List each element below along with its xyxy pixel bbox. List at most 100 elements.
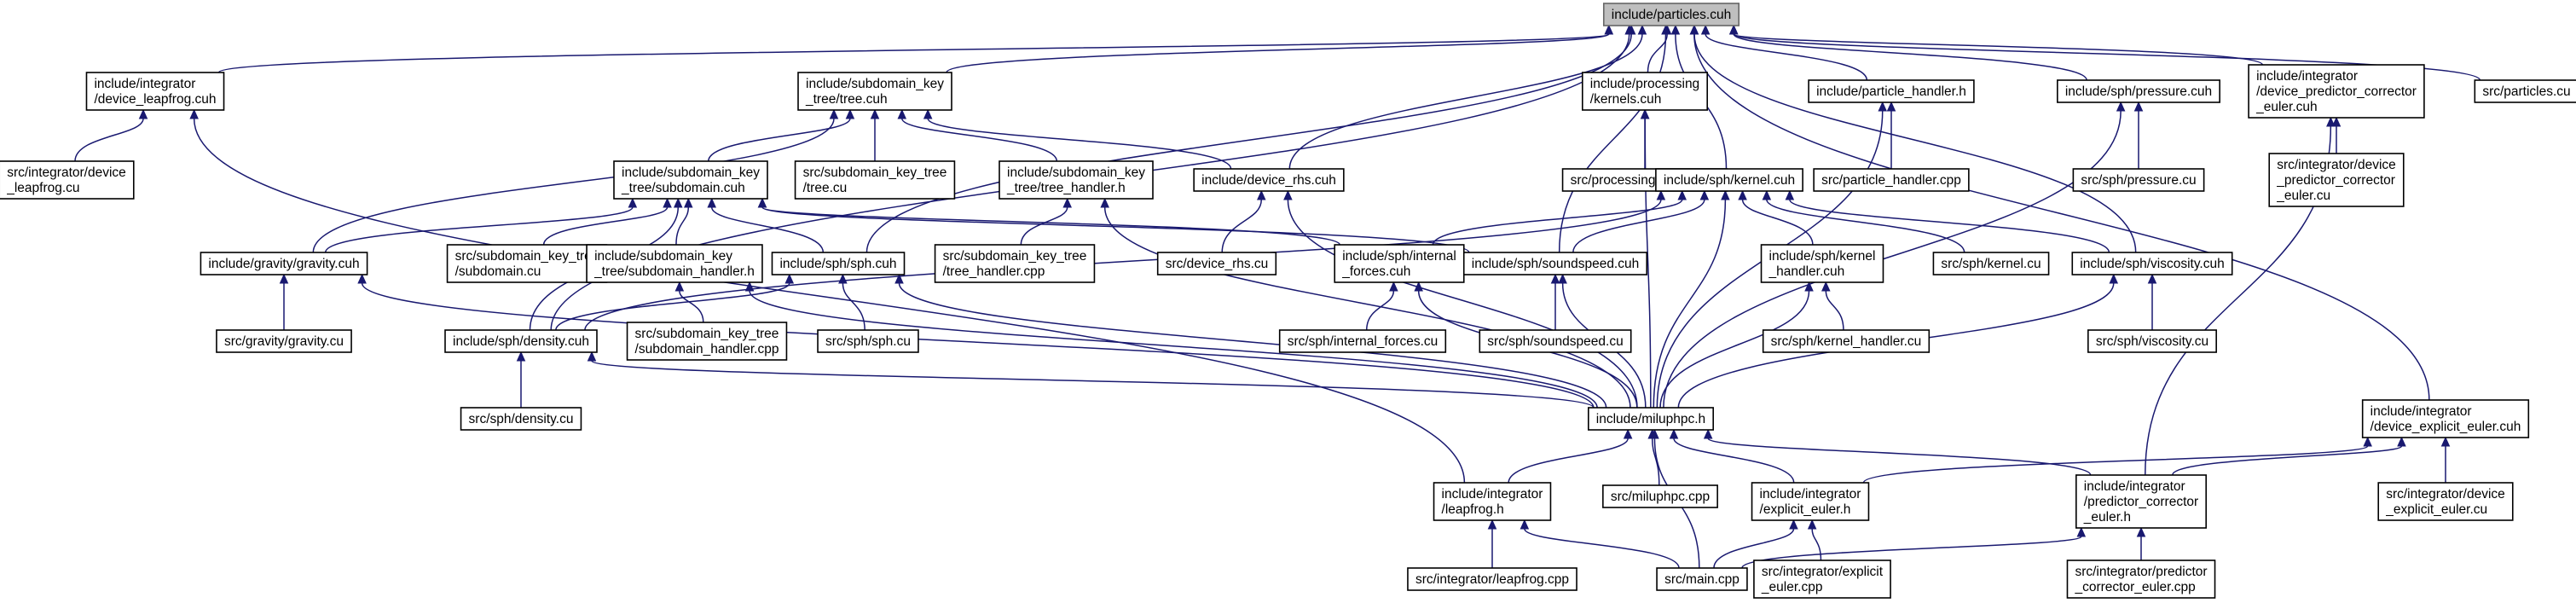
node-box[interactable] [1479,329,1632,353]
node-box[interactable] [1932,252,2050,275]
node-box[interactable] [771,252,906,275]
node-subdomain-handler-h[interactable]: include/subdomain_key_tree/subdomain_han… [586,244,763,283]
node-box[interactable] [2248,64,2425,119]
node-box[interactable] [1656,567,1748,591]
node-subdomain-handler-cpp[interactable]: src/subdomain_key_tree/subdomain_handler… [626,322,788,361]
node-box[interactable] [626,322,788,361]
node-pressure-cuh[interactable]: include/sph/pressure.cuh [2057,79,2220,103]
node-explicit-euler-h[interactable]: include/integrator/explicit_euler.h [1751,482,1870,521]
node-box[interactable] [999,160,1154,200]
node-miluphpc-h[interactable]: include/miluphpc.h [1588,407,1714,431]
node-viscosity-cu[interactable]: src/sph/viscosity.cu [2087,329,2217,353]
node-particle-handler-h[interactable]: include/particle_handler.h [1808,79,1975,103]
node-box[interactable] [1655,168,1803,192]
node-box[interactable] [2057,79,2220,103]
node-kernel-cuh[interactable]: include/sph/kernel.cuh [1655,168,1803,192]
node-box[interactable] [1433,482,1552,521]
node-box[interactable] [446,244,608,283]
node-density-cuh[interactable]: include/sph/density.cuh [444,329,598,353]
node-device-leapfrog-cuh[interactable]: include/integrator/device_leapfrog.cuh [85,72,225,111]
node-subdomain-cuh[interactable]: include/subdomain_key_tree/subdomain.cuh [613,160,768,200]
node-gravity-cuh[interactable]: include/gravity/gravity.cuh [200,252,368,275]
node-tree-handler-h[interactable]: include/subdomain_key_tree/tree_handler.… [999,160,1154,200]
node-particles-cuh[interactable]: include/particles.cuh [1602,3,1740,26]
node-subdomain-cu[interactable]: src/subdomain_key_tree/subdomain.cu [446,244,608,283]
node-box[interactable] [460,407,582,431]
node-box[interactable] [817,329,919,353]
node-box[interactable] [1156,252,1277,275]
node-box[interactable] [1582,72,1708,111]
node-box[interactable] [1407,567,1577,591]
edge-particles-cuh-to-viscosity-cuh [1693,33,2137,253]
node-soundspeed-cu[interactable]: src/sph/soundspeed.cu [1479,329,1632,353]
node-particles-cu[interactable]: src/particles.cu [2474,79,2576,103]
node-internal-forces-cu[interactable]: src/sph/internal_forces.cu [1278,329,1447,353]
node-box[interactable] [2075,474,2207,529]
node-box[interactable] [1278,329,1447,353]
node-viscosity-cuh[interactable]: include/sph/viscosity.cuh [2071,252,2233,275]
node-box[interactable] [2066,560,2216,599]
node-box[interactable] [1753,560,1891,599]
node-miluphpc-cpp[interactable]: src/miluphpc.cpp [1602,484,1718,508]
node-label: src/gravity/gravity.cu [224,334,344,349]
node-tree-handler-cpp[interactable]: src/subdomain_key_tree/tree_handler.cpp [934,244,1096,283]
edge-arrowhead [1699,189,1710,200]
node-device-rhs-cuh[interactable]: include/device_rhs.cuh [1193,168,1345,192]
node-box[interactable] [1602,484,1718,508]
node-box[interactable] [0,160,135,200]
node-tree-cu[interactable]: src/subdomain_key_tree/tree.cu [794,160,956,200]
node-leapfrog-h[interactable]: include/integrator/leapfrog.h [1433,482,1552,521]
node-device-rhs-cu[interactable]: src/device_rhs.cu [1156,252,1277,275]
node-box[interactable] [1462,252,1648,275]
node-internal-forces-cuh[interactable]: include/sph/internal_forces.cuh [1334,244,1465,283]
node-sph-cu[interactable]: src/sph/sph.cu [817,329,919,353]
node-gravity-cu[interactable]: src/gravity/gravity.cu [216,329,352,353]
node-box[interactable] [586,244,763,283]
node-box[interactable] [216,329,352,353]
node-box[interactable] [934,244,1096,283]
node-pc-euler-cpp[interactable]: src/integrator/predictor_corrector_euler… [2066,560,2216,599]
node-device-leapfrog-cu[interactable]: src/integrator/device_leapfrog.cu [0,160,135,200]
node-box[interactable] [1813,168,1970,192]
node-density-cu[interactable]: src/sph/density.cu [460,407,582,431]
node-box[interactable] [2071,252,2233,275]
node-kernels-cuh[interactable]: include/processing/kernels.cuh [1582,72,1708,111]
node-pc-euler-h[interactable]: include/integrator/predictor_corrector_e… [2075,474,2207,529]
node-device-explicit-euler-cu[interactable]: src/integrator/device_explicit_euler.cu [2377,482,2514,521]
node-box[interactable] [1588,407,1714,431]
node-box[interactable] [1193,168,1345,192]
node-tree-cuh[interactable]: include/subdomain_key_tree/tree.cuh [797,72,952,111]
node-sph-cuh[interactable]: include/sph/sph.cuh [771,252,906,275]
node-box[interactable] [2474,79,2576,103]
node-box[interactable] [1808,79,1975,103]
node-particle-handler-cpp[interactable]: src/particle_handler.cpp [1813,168,1970,192]
node-box[interactable] [613,160,768,200]
node-leapfrog-cpp[interactable]: src/integrator/leapfrog.cpp [1407,567,1577,591]
node-box[interactable] [1762,329,1931,353]
node-box[interactable] [2361,399,2530,438]
node-explicit-euler-cpp[interactable]: src/integrator/explicit_euler.cpp [1753,560,1891,599]
node-box[interactable] [2268,153,2405,207]
node-label: _explicit_euler.cu [2385,502,2487,517]
node-kernel-handler-cu[interactable]: src/sph/kernel_handler.cu [1762,329,1931,353]
node-kernel-handler-cuh[interactable]: include/sph/kernel_handler.cuh [1760,244,1884,283]
node-box[interactable] [2072,168,2205,192]
node-box[interactable] [794,160,956,200]
node-box[interactable] [85,72,225,111]
node-box[interactable] [797,72,952,111]
node-box[interactable] [1602,3,1740,26]
edge-arrowhead [2109,273,2119,284]
node-box[interactable] [1751,482,1870,521]
node-device-pc-euler-cu[interactable]: src/integrator/device_predictor_correcto… [2268,153,2405,207]
node-box[interactable] [444,329,598,353]
node-kernel-cu[interactable]: src/sph/kernel.cu [1932,252,2050,275]
node-box[interactable] [2087,329,2217,353]
node-soundspeed-cuh[interactable]: include/sph/soundspeed.cuh [1462,252,1648,275]
node-main-cpp[interactable]: src/main.cpp [1656,567,1748,591]
node-box[interactable] [1760,244,1884,283]
node-pressure-cu[interactable]: src/sph/pressure.cu [2072,168,2205,192]
node-box[interactable] [200,252,368,275]
node-device-pc-euler-cuh[interactable]: include/integrator/device_predictor_corr… [2248,64,2425,119]
node-device-explicit-euler-cuh[interactable]: include/integrator/device_explicit_euler… [2361,399,2530,438]
node-box[interactable] [2377,482,2514,521]
